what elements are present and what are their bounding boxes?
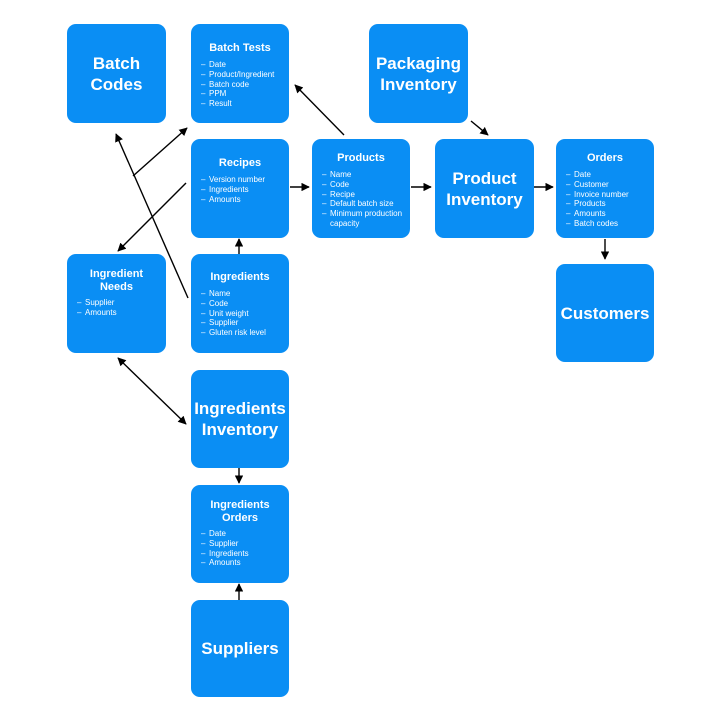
list-item: Amounts (201, 558, 283, 568)
node-products: Products Name Code Recipe Default batch … (312, 139, 410, 238)
node-customers: Customers (556, 264, 654, 362)
list-item: Unit weight (201, 309, 283, 319)
list-item: Customer (566, 180, 648, 190)
list-item: Version number (201, 175, 283, 185)
list-item: Code (201, 299, 283, 309)
node-ingredients-title: Ingredients (210, 271, 270, 283)
node-batch-codes-title: Batch Codes (90, 53, 143, 94)
node-suppliers-title: Suppliers (201, 639, 279, 658)
list-item: Code (322, 180, 404, 190)
list-item: Name (201, 289, 283, 299)
node-ingredient-needs: Ingredient Needs Supplier Amounts (67, 254, 166, 353)
node-product-inventory: Product Inventory (435, 139, 534, 238)
list-item: Products (566, 199, 648, 209)
list-item: Name (322, 170, 404, 180)
node-suppliers: Suppliers (191, 600, 289, 697)
node-product-inventory-title: Product Inventory (446, 168, 523, 209)
list-item: PPM (201, 89, 283, 99)
node-ingredient-needs-list: Supplier Amounts (67, 298, 166, 318)
list-item: Supplier (201, 318, 283, 328)
list-item: Date (566, 170, 648, 180)
list-item: Amounts (201, 195, 283, 205)
node-batch-tests-title: Batch Tests (209, 42, 271, 54)
edge-packaging-to-product-inventory (470, 120, 489, 136)
list-item: Product/Ingredient (201, 70, 283, 80)
node-recipes-title: Recipes (218, 157, 262, 169)
edge-recipes-to-ingredient-needs (117, 182, 187, 252)
list-item: Result (201, 99, 283, 109)
list-item: Amounts (566, 209, 648, 219)
node-ingredients-orders: Ingredients Orders Date Supplier Ingredi… (191, 485, 289, 583)
node-ingredients-inventory-title: Ingredients Inventory (194, 399, 286, 439)
edge-products-to-batch-tests (294, 84, 345, 136)
node-ingredients-list: Name Code Unit weight Supplier Gluten ri… (191, 289, 289, 338)
node-orders: Orders Date Customer Invoice number Prod… (556, 139, 654, 238)
list-item: Date (201, 529, 283, 539)
node-ingredients-inventory: Ingredients Inventory (191, 370, 289, 468)
list-item: Date (201, 60, 283, 70)
edge-ingredients-to-batch-codes (115, 133, 189, 299)
edge-ingredient-needs-ingredients-inventory (117, 357, 187, 425)
list-item: Ingredients (201, 185, 283, 195)
node-recipes: Recipes Version number Ingredients Amoun… (191, 139, 289, 238)
node-orders-list: Date Customer Invoice number Products Am… (556, 170, 654, 229)
list-item: Ingredients (201, 549, 283, 559)
list-item: Supplier (201, 539, 283, 549)
node-batch-tests-list: Date Product/Ingredient Batch code PPM R… (191, 60, 289, 109)
list-item: Minimum production capacity (322, 209, 404, 229)
node-packaging-inventory-title: Packaging Inventory (375, 53, 462, 94)
node-packaging-inventory: Packaging Inventory (369, 24, 468, 123)
list-item: Invoice number (566, 190, 648, 200)
node-customers-title: Customers (560, 303, 650, 323)
node-batch-codes: Batch Codes (67, 24, 166, 123)
node-ingredients-orders-list: Date Supplier Ingredients Amounts (191, 529, 289, 568)
node-ingredient-needs-title: Ingredient Needs (89, 268, 144, 293)
node-ingredients: Ingredients Name Code Unit weight Suppli… (191, 254, 289, 353)
node-recipes-list: Version number Ingredients Amounts (191, 175, 289, 204)
node-orders-title: Orders (586, 152, 624, 164)
node-ingredients-orders-title: Ingredients Orders (210, 499, 270, 524)
node-products-list: Name Code Recipe Default batch size Mini… (312, 170, 410, 229)
list-item: Amounts (77, 308, 160, 318)
node-batch-tests: Batch Tests Date Product/Ingredient Batc… (191, 24, 289, 123)
list-item: Recipe (322, 190, 404, 200)
list-item: Supplier (77, 298, 160, 308)
list-item: Gluten risk level (201, 328, 283, 338)
list-item: Batch code (201, 80, 283, 90)
list-item: Default batch size (322, 199, 404, 209)
list-item: Batch codes (566, 219, 648, 229)
edge-to-batch-tests (132, 127, 188, 177)
node-products-title: Products (337, 152, 385, 164)
